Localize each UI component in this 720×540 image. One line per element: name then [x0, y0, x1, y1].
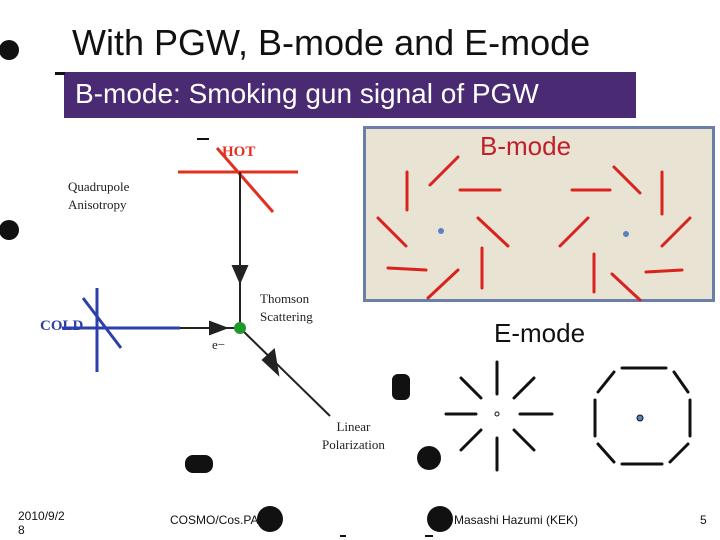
emode-center-dot: [494, 411, 500, 417]
bmode-pattern: [376, 155, 692, 302]
footer-date: 2010/9/2 8: [18, 509, 65, 537]
blob: [425, 535, 433, 537]
blob: [0, 40, 19, 60]
footer-author: Masashi Hazumi (KEK): [454, 513, 579, 527]
electron-dot: [234, 322, 246, 334]
blob: [0, 220, 19, 240]
bmode-center-dot: [623, 231, 629, 237]
blob: [340, 535, 346, 537]
radiation-arrows: [180, 172, 331, 417]
polarization-label: Linear Polarization: [322, 419, 385, 452]
emode-center-dot: [636, 414, 644, 422]
emode-tangential-pattern: [593, 366, 692, 466]
cold-cross: [62, 288, 180, 372]
quadrupole-label: Quadrupole Anisotropy: [68, 179, 130, 212]
hot-cross: [178, 147, 298, 213]
emode-label: E-mode: [494, 318, 586, 348]
blob: [427, 506, 453, 532]
blob: [197, 138, 209, 140]
decorative-blobs: [0, 40, 453, 537]
hot-label: HOT: [222, 144, 256, 160]
bmode-center-dot: [438, 228, 444, 234]
blob: [392, 374, 410, 400]
footer-event: COSMO/Cos.PA 2: [170, 513, 268, 527]
electron-label: e−: [212, 337, 226, 352]
blob: [417, 446, 441, 470]
blob: [257, 506, 283, 532]
cold-label: COLD: [40, 318, 84, 334]
thomson-label: Thomson Scattering: [260, 291, 313, 324]
bmode-label: B-mode: [480, 131, 572, 161]
slide-title: With PGW, B-mode and E-mode: [72, 22, 591, 63]
page-number: 5: [700, 513, 707, 527]
subtitle-banner-text: B-mode: Smoking gun signal of PGW: [75, 78, 539, 109]
blob: [185, 455, 213, 473]
blob: [55, 72, 65, 75]
subtitle-banner-background: [64, 72, 636, 118]
emode-radial-pattern: [444, 360, 554, 472]
